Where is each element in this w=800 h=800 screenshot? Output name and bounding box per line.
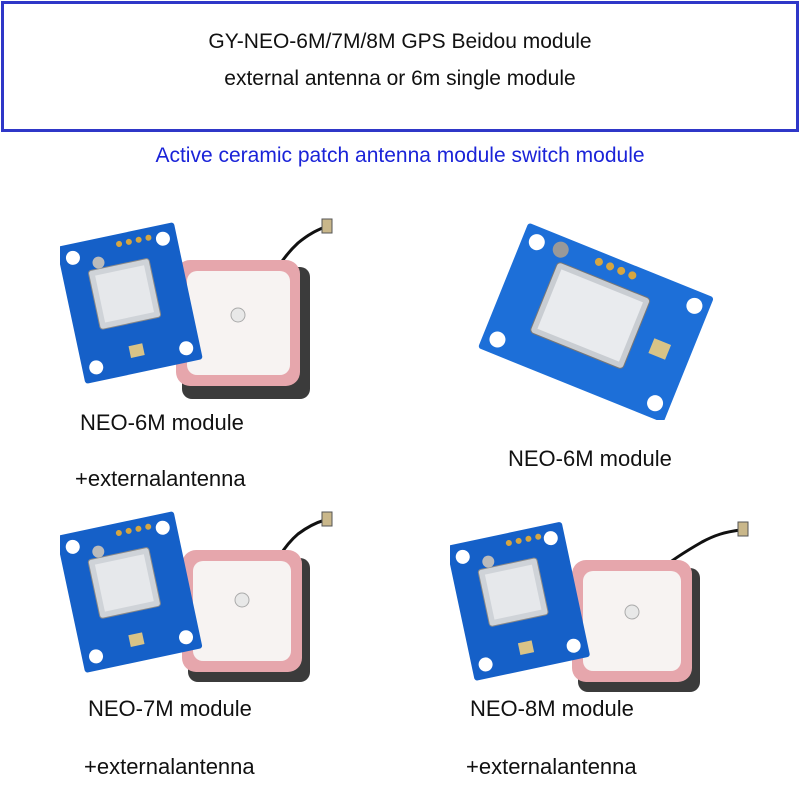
product-suffix: +externalantenna xyxy=(466,754,637,779)
header-subtitle: external antenna or 6m single module xyxy=(224,67,576,90)
header-box: GY-NEO-6M/7M/8M GPS Beidou module extern… xyxy=(1,1,799,132)
product-name: NEO-6M module xyxy=(508,446,672,471)
product-suffix: +externalantenna xyxy=(84,754,255,779)
product-suffix: +externalantenna xyxy=(75,466,246,491)
product-name: NEO-8M module xyxy=(470,696,634,721)
product-image-neo8m-kit xyxy=(450,510,750,700)
product-image-neo6m-module xyxy=(465,220,730,420)
product-name: NEO-7M module xyxy=(88,696,252,721)
product-name: NEO-6M module xyxy=(80,410,244,435)
product-image-neo7m-kit xyxy=(60,500,340,690)
header-title: GY-NEO-6M/7M/8M GPS Beidou module xyxy=(208,30,592,53)
section-subtitle: Active ceramic patch antenna module swit… xyxy=(155,144,645,167)
product-image-neo6m-kit xyxy=(60,205,340,405)
